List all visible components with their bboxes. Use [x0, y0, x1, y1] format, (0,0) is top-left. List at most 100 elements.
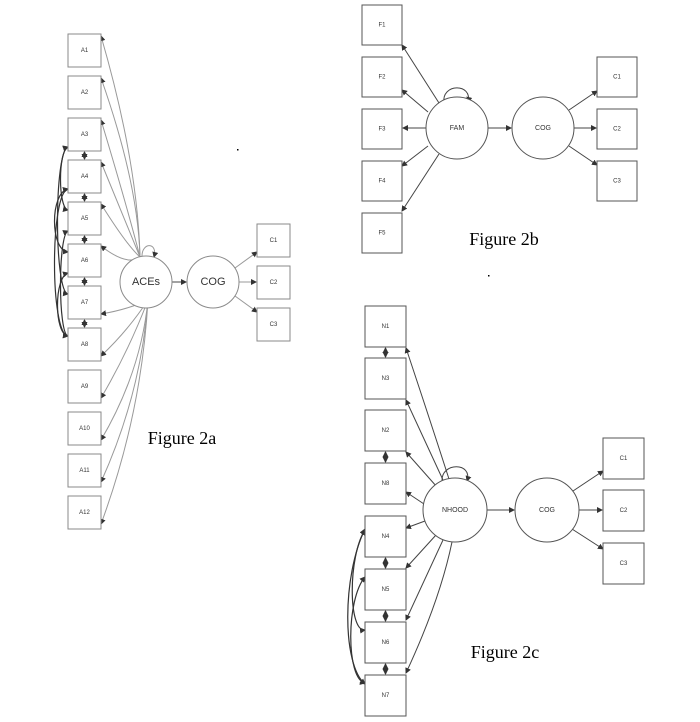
indicator-label: A11: [79, 468, 90, 474]
loading-edge-n1: [404, 347, 450, 480]
outcome-indicator-label: C1: [270, 238, 278, 244]
latent-node-nhood: [422, 477, 488, 543]
stray-dot: [488, 275, 490, 277]
outcome-indicator-label: C2: [620, 508, 628, 514]
indicator-label: N5: [382, 587, 390, 593]
outcome-loading: [572, 470, 604, 492]
indicator-label: F4: [378, 179, 386, 185]
loading-edge-a4: [100, 161, 141, 258]
outcome-indicator-label: C3: [270, 322, 278, 328]
outcome-label: COG: [535, 125, 551, 132]
outcome-indicator-box: [602, 542, 645, 585]
indicator-label: F2: [378, 75, 386, 81]
indicator-box-a6: [67, 243, 102, 278]
covariance-arc: [347, 528, 366, 685]
outcome-indicator-box: [256, 223, 291, 258]
outcome-indicator-label: C2: [270, 280, 278, 286]
indicator-label: F3: [378, 127, 386, 133]
indicator-box-f5: [361, 212, 403, 254]
outcome-loading: [571, 528, 604, 550]
indicator-box-a8: [67, 327, 102, 362]
indicator-box-f4: [361, 160, 403, 202]
stray-dot: [237, 149, 239, 151]
loading-edge-n6: [405, 539, 444, 621]
indicator-label: A2: [81, 90, 89, 96]
variance-loop: [141, 245, 159, 258]
indicator-box-n1: [364, 305, 407, 348]
outcome-node-cog: [511, 96, 575, 160]
indicator-label: F1: [378, 23, 386, 29]
outcome-node-cog: [514, 477, 580, 543]
indicator-label: A12: [79, 510, 90, 516]
outcome-indicator-box: [256, 307, 291, 342]
loading-edge-a1: [99, 35, 141, 258]
indicator-label: N6: [382, 640, 390, 646]
latent-node-fam: [425, 96, 489, 160]
outcome-indicator-label: C3: [620, 561, 628, 567]
indicator-label: N2: [382, 428, 390, 434]
loading-edge-a9: [100, 299, 149, 399]
indicator-label: A9: [81, 384, 89, 390]
indicator-box-a9: [67, 369, 102, 404]
indicator-box-n3: [364, 357, 407, 400]
loading-edge-a6: [100, 245, 141, 261]
covariance-arc: [59, 230, 69, 338]
loading-edge-n4: [405, 520, 426, 530]
indicator-box-a7: [67, 285, 102, 320]
indicator-box-n6: [364, 621, 407, 664]
indicator-label: A5: [81, 216, 89, 222]
loading-edge-n2: [405, 451, 438, 488]
indicator-box-a4: [67, 159, 102, 194]
covariance-arc: [59, 146, 69, 212]
indicator-label: A3: [81, 132, 89, 138]
indicator-label: A7: [81, 300, 89, 306]
figure-caption: Figure 2a: [148, 428, 216, 448]
indicator-label: N7: [382, 693, 390, 699]
outcome-indicator-box: [596, 56, 638, 98]
covariance-arc: [56, 145, 69, 297]
outcome-indicator-box: [602, 489, 645, 532]
loading-edge-f4: [401, 145, 429, 167]
loading-edge-n8: [405, 491, 425, 505]
loading-edge-n3: [405, 399, 444, 481]
outcome-label: COG: [200, 276, 225, 288]
outcome-label: COG: [539, 507, 555, 514]
indicator-label: A8: [81, 342, 89, 348]
indicator-box-a2: [67, 75, 102, 110]
indicator-label: A10: [79, 426, 90, 432]
loading-edge-f1: [401, 44, 440, 104]
outcome-node-cog: [186, 255, 240, 309]
outcome-indicator-box: [596, 160, 638, 202]
outcome-indicator-box: [256, 265, 291, 300]
loading-edge-f2: [401, 89, 429, 113]
latent-label: FAM: [450, 125, 465, 132]
outcome-indicator-label: C1: [620, 456, 628, 462]
indicator-box-a11: [67, 453, 102, 488]
indicator-box-n4: [364, 515, 407, 558]
indicator-box-f2: [361, 56, 403, 98]
indicator-box-f1: [361, 4, 403, 46]
outcome-loading: [234, 251, 258, 269]
indicator-box-n5: [364, 568, 407, 611]
outcome-loading: [568, 145, 598, 166]
indicator-label: A1: [81, 48, 89, 54]
outcome-loading: [234, 295, 258, 313]
loading-edge-a3: [99, 119, 141, 258]
variance-loop: [441, 466, 472, 482]
latent-node-aces: [119, 255, 173, 309]
variance-loop: [443, 87, 473, 104]
outcome-loading: [568, 90, 598, 111]
covariance-arc: [56, 271, 69, 339]
outcome-indicator-box: [596, 108, 638, 150]
loading-edge-f5: [401, 153, 440, 212]
indicator-label: N8: [382, 481, 390, 487]
indicator-box-n2: [364, 409, 407, 452]
indicator-box-a5: [67, 201, 102, 236]
loading-edge-n5: [405, 534, 437, 569]
loading-edge-a11: [100, 299, 149, 483]
outcome-indicator-box: [602, 437, 645, 480]
figure-caption: Figure 2b: [469, 229, 539, 249]
figure-caption: Figure 2c: [471, 642, 539, 662]
indicator-label: A6: [81, 258, 89, 264]
